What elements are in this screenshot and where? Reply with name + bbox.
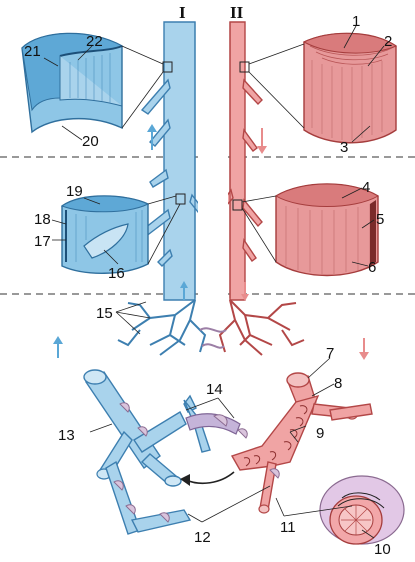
header-arteries: II: [230, 3, 244, 22]
label-8: 8: [334, 375, 342, 392]
vein-branch-network: [84, 370, 210, 534]
arrow-up-vein-lower: [53, 336, 63, 358]
artery-wall-cutaway-lower: [276, 184, 378, 276]
label-19: 19: [66, 183, 83, 200]
label-17: 17: [34, 233, 51, 250]
arrow-down-artery-lower: [359, 338, 369, 360]
capillary-cross-section: [320, 476, 404, 544]
label-9: 9: [316, 425, 324, 442]
main-vein-trunk: [140, 22, 202, 300]
label-5: 5: [376, 211, 384, 228]
label-20: 20: [82, 133, 99, 150]
curved-flow-arrow: [180, 472, 234, 486]
label-14: 14: [206, 381, 223, 398]
label-2: 2: [384, 33, 392, 50]
trunk-gap: [198, 22, 228, 302]
vein-wall-cutaway-lower: [62, 196, 148, 273]
label-16: 16: [108, 265, 125, 282]
label-15: 15: [96, 305, 113, 322]
label-1: 1: [352, 13, 360, 30]
label-18: 18: [34, 211, 51, 228]
label-3: 3: [340, 139, 348, 156]
label-10: 10: [374, 541, 391, 558]
label-13: 13: [58, 427, 75, 444]
label-21: 21: [24, 43, 41, 60]
label-22: 22: [86, 33, 103, 50]
label-11: 11: [280, 519, 296, 536]
arrow-down-artery-upper: [257, 128, 267, 154]
header-veins: I: [179, 3, 186, 22]
bridge-vessel: [186, 414, 240, 434]
label-6: 6: [368, 259, 376, 276]
label-12: 12: [194, 529, 211, 546]
label-4: 4: [362, 179, 370, 196]
label-7: 7: [326, 345, 334, 362]
artery-wall-cutaway-upper: [304, 33, 396, 142]
capillary-network: [118, 300, 304, 355]
